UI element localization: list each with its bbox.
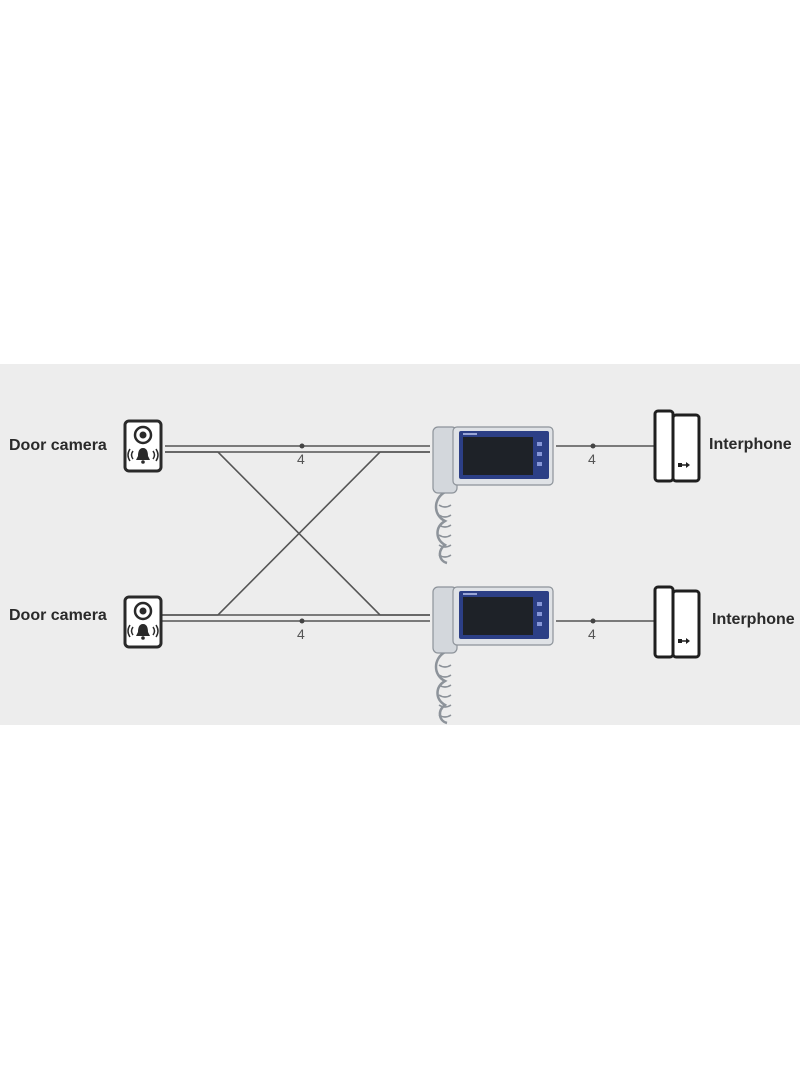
junction-bottom-left: [299, 618, 305, 624]
wiring-diagram: Door camera Door camera Interphone Inter…: [9, 409, 795, 725]
interphone-label-bottom: Interphone: [712, 611, 795, 628]
wire-bottom-cam-to-top-monitor: [162, 451, 430, 616]
junction-bottom-right: [590, 618, 596, 624]
interphone-icon: [653, 409, 701, 483]
wire-count-top-right: 4: [588, 451, 596, 467]
door-camera-label-bottom: Door camera: [9, 607, 107, 624]
junction-top-left: [299, 443, 305, 449]
video-monitor-icon: [431, 585, 555, 725]
wire-count-bottom-right: 4: [588, 626, 596, 642]
interphone-label-top: Interphone: [709, 436, 792, 453]
interphone-icon: [653, 585, 701, 659]
wire-count-top-left: 4: [297, 451, 305, 467]
wires: [162, 443, 655, 624]
wire-top-cam-to-bottom-monitor: [165, 451, 430, 616]
diagram-panel: Door camera Door camera Interphone Inter…: [0, 364, 800, 725]
video-monitor-icon: [431, 425, 555, 565]
door-camera-label-top: Door camera: [9, 437, 107, 454]
junction-top-right: [590, 443, 596, 449]
door-camera-icon: [123, 595, 163, 649]
door-camera-icon: [123, 419, 163, 473]
wire-count-bottom-left: 4: [297, 626, 305, 642]
